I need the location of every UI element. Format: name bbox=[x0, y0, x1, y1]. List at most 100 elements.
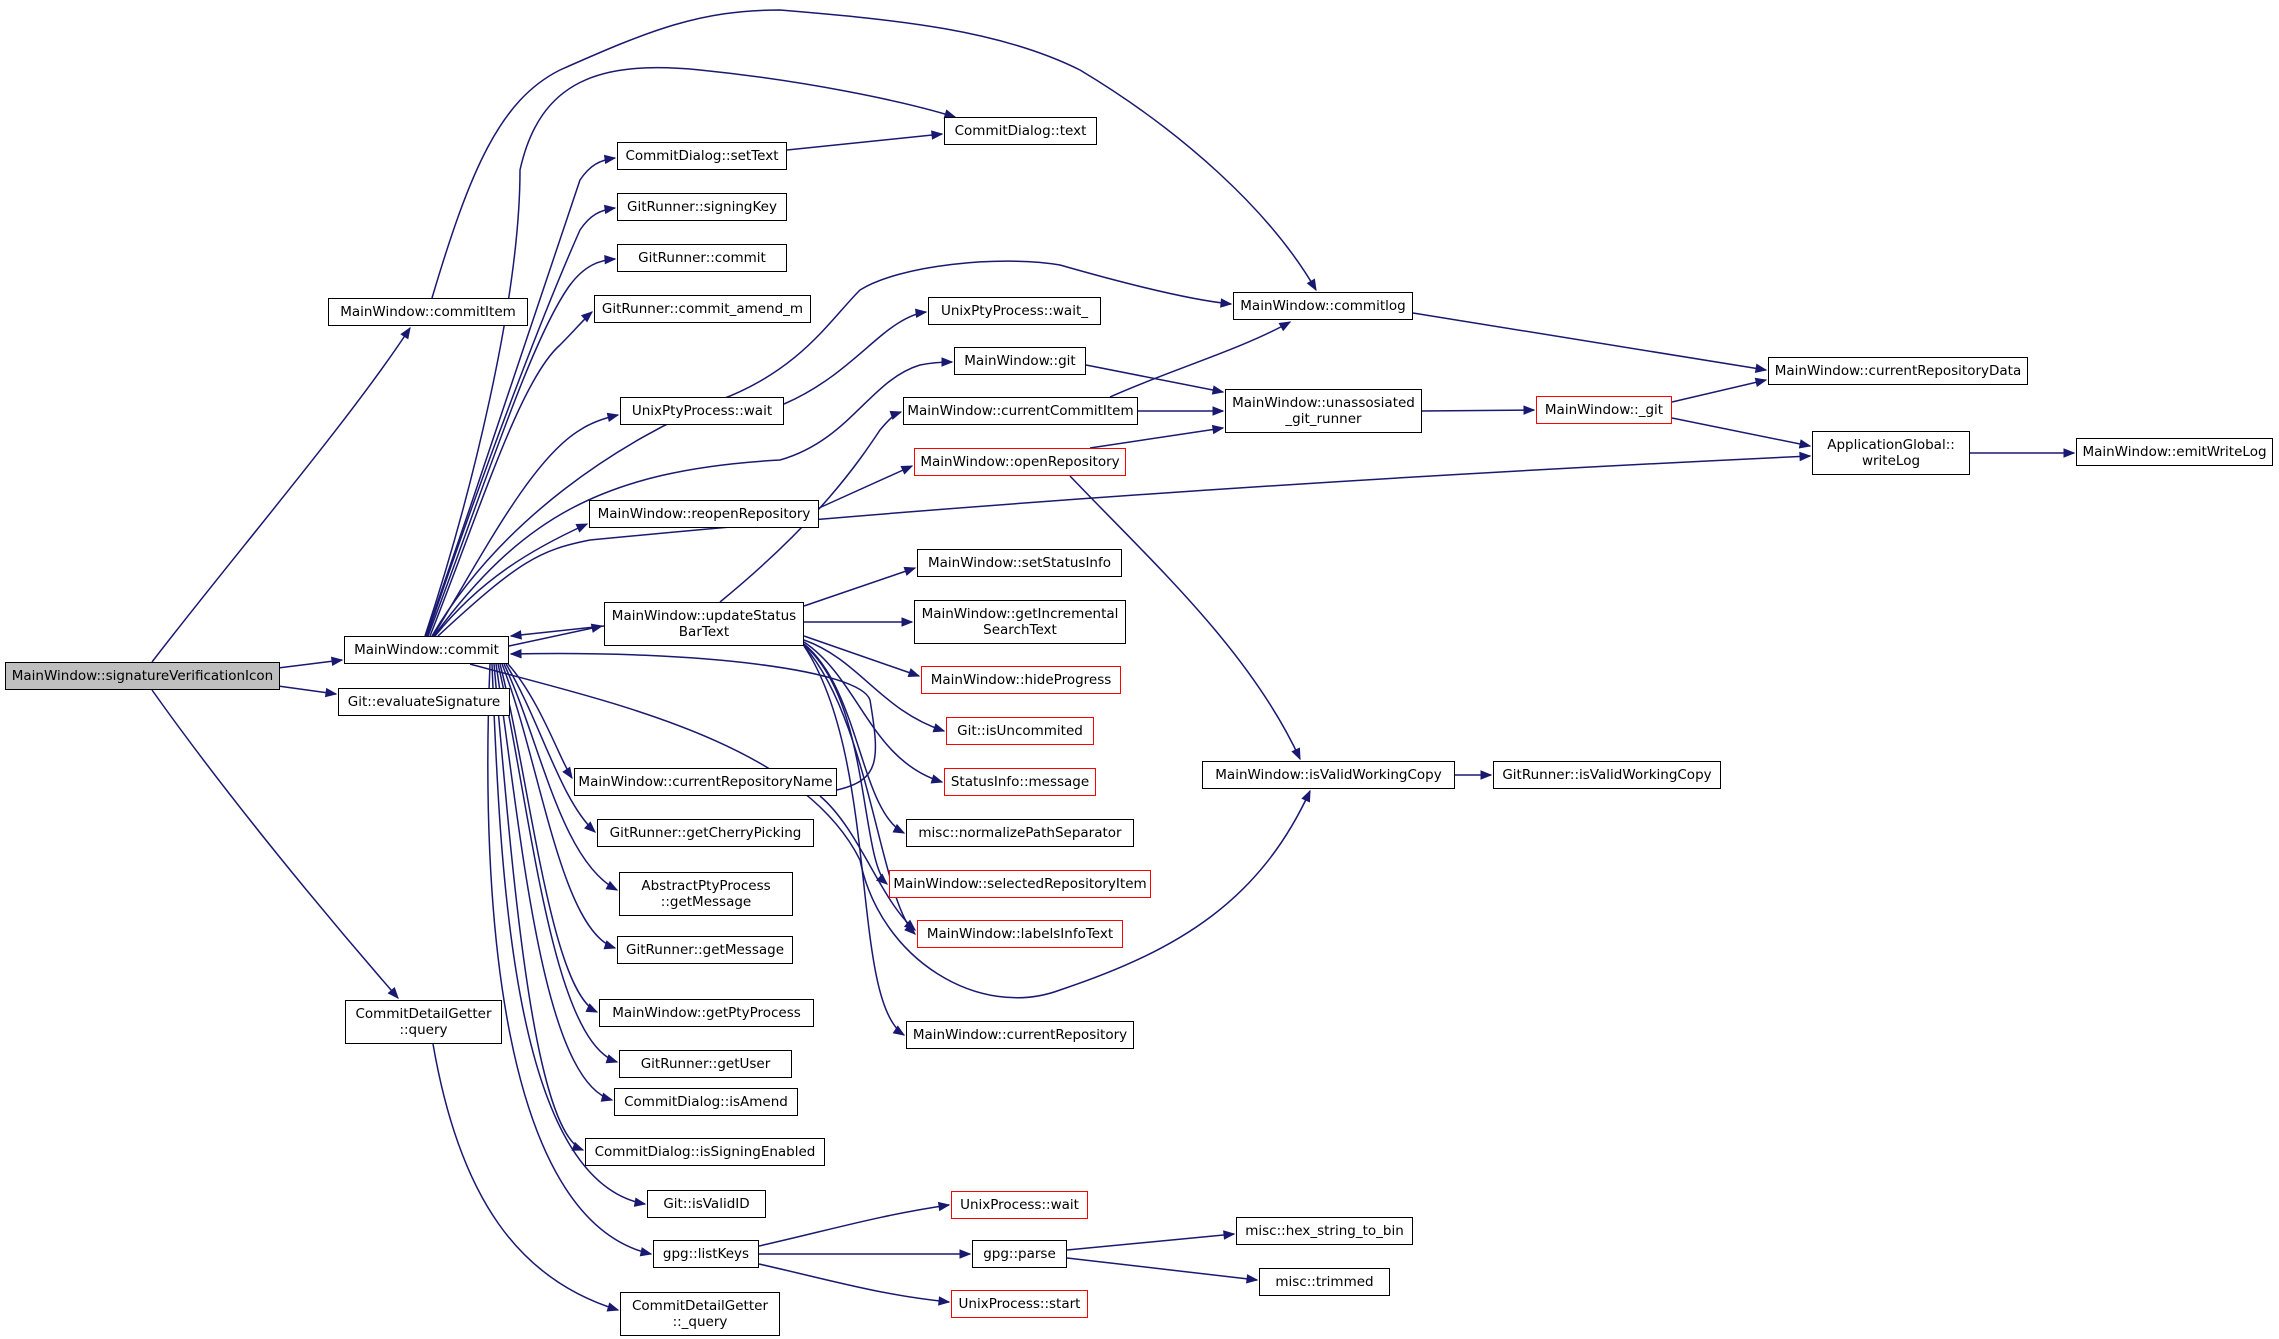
node-mwUGit[interactable]: MainWindow::_git bbox=[1536, 396, 1672, 424]
edge-commit-to-grGetMessage bbox=[501, 663, 617, 950]
node-grCommit[interactable]: GitRunner::commit bbox=[617, 244, 787, 272]
node-gpgParse[interactable]: gpg::parse bbox=[972, 1240, 1067, 1268]
edge-commit-to-cdIsSigning bbox=[493, 663, 585, 1151]
edge-gpgListKeys-to-gpgParse bbox=[759, 1249, 972, 1259]
edge-commit-to-grCommit bbox=[427, 254, 617, 637]
edge-mwUpdateStatus-to-mwGetIncr bbox=[804, 617, 914, 627]
node-mwCurRepoData[interactable]: MainWindow::currentRepositoryData bbox=[1768, 357, 2028, 385]
node-siMessage[interactable]: StatusInfo::message bbox=[944, 768, 1096, 796]
edge-sig-to-commit bbox=[277, 656, 344, 669]
edge-mwUpdateStatus-to-gitIsUncommited bbox=[803, 639, 946, 733]
edge-commit-to-mwIsValidWC bbox=[469, 663, 1311, 999]
node-mwHideProgress[interactable]: MainWindow::hideProgress bbox=[921, 666, 1121, 694]
edge-upWait-to-upWaitU bbox=[783, 308, 928, 405]
edge-commit-to-cdIsAmend bbox=[495, 663, 614, 1102]
edge-mwIsValidWC-to-grIsValidWC bbox=[1455, 770, 1493, 780]
node-mwCurCommitItem[interactable]: MainWindow::currentCommitItem bbox=[903, 397, 1138, 425]
edge-commit-to-mwCurRepoName bbox=[507, 663, 573, 780]
node-miscHex[interactable]: misc::hex_string_to_bin bbox=[1236, 1217, 1413, 1245]
edge-commit-to-mwGit bbox=[433, 357, 954, 637]
node-mwGit[interactable]: MainWindow::git bbox=[954, 347, 1086, 375]
edge-mwOpenRepo-to-mwUnassoc bbox=[1089, 424, 1225, 449]
edge-gpgParse-to-miscTrimmed bbox=[1066, 1257, 1259, 1284]
node-upWaitU[interactable]: UnixPtyProcess::wait_ bbox=[928, 297, 1101, 325]
edge-mwUpdateStatus-to-mwCurCommitItem bbox=[719, 410, 903, 603]
node-mwUpdateStatus[interactable]: MainWindow::updateStatus BarText bbox=[604, 602, 804, 646]
edge-agWriteLog-to-mwEmitWriteLog bbox=[1970, 448, 2076, 458]
edge-mwUnassoc-to-mwUGit bbox=[1421, 405, 1536, 415]
node-mwEmitWriteLog[interactable]: MainWindow::emitWriteLog bbox=[2076, 438, 2273, 466]
node-grSigningKey[interactable]: GitRunner::signingKey bbox=[617, 193, 787, 221]
edge-sig-to-cdgQuery bbox=[151, 689, 399, 1000]
edge-mwUpdateStatus-to-mwHideProgress bbox=[803, 635, 921, 678]
node-mwIsValidWC[interactable]: MainWindow::isValidWorkingCopy bbox=[1202, 761, 1455, 789]
edge-mwUpdateStatus-to-miscNormalize bbox=[803, 643, 906, 834]
edge-gpgParse-to-miscHex bbox=[1066, 1230, 1236, 1251]
edge-mwCurCommitItem-to-mwCommitlog bbox=[1109, 321, 1292, 398]
edge-commit-to-apGetMessage bbox=[503, 663, 619, 891]
node-sig[interactable]: MainWindow::signatureVerificationIcon bbox=[5, 662, 280, 690]
node-mwUnassoc[interactable]: MainWindow::unassosiated _git_runner bbox=[1225, 389, 1422, 433]
edge-mwUpdateStatus-to-siMessage bbox=[803, 641, 944, 784]
node-grIsValidWC[interactable]: GitRunner::isValidWorkingCopy bbox=[1493, 761, 1721, 789]
node-mwCommitlog[interactable]: MainWindow::commitlog bbox=[1233, 292, 1413, 320]
edge-mwGit-to-mwUnassoc bbox=[1085, 364, 1225, 395]
node-mwReopen[interactable]: MainWindow::reopenRepository bbox=[589, 500, 819, 528]
edge-cdgQuery-to-cdgUQuery bbox=[432, 1043, 620, 1312]
node-mwLabelsInfo[interactable]: MainWindow::labelsInfoText bbox=[917, 920, 1123, 948]
node-cdIsSigning[interactable]: CommitDialog::isSigningEnabled bbox=[585, 1138, 825, 1166]
edge-commit-to-gitIsValidID bbox=[491, 663, 647, 1207]
node-mwGetPty[interactable]: MainWindow::getPtyProcess bbox=[599, 999, 814, 1027]
edge-mwUpdateStatus-to-mwSelRepoItem bbox=[803, 644, 889, 885]
node-apGetMessage[interactable]: AbstractPtyProcess ::getMessage bbox=[619, 872, 793, 916]
node-cdgQuery[interactable]: CommitDetailGetter ::query bbox=[345, 1000, 502, 1044]
edge-commit-to-gpgListKeys bbox=[487, 663, 653, 1257]
node-miscTrimmed[interactable]: misc::trimmed bbox=[1259, 1268, 1390, 1296]
edge-commit-to-upWait bbox=[432, 412, 620, 637]
node-miscNormalize[interactable]: misc::normalizePathSeparator bbox=[906, 819, 1134, 847]
node-mwOpenRepo[interactable]: MainWindow::openRepository bbox=[914, 448, 1126, 476]
node-gitIsValidID[interactable]: Git::isValidID bbox=[647, 1190, 766, 1218]
node-mwSelRepoItem[interactable]: MainWindow::selectedRepositoryItem bbox=[889, 870, 1151, 898]
node-gpgListKeys[interactable]: gpg::listKeys bbox=[653, 1240, 759, 1268]
edge-mwCommitlog-to-mwCurRepoData bbox=[1412, 312, 1768, 374]
edge-mwReopen-to-mwOpenRepo bbox=[818, 465, 914, 509]
edge-commitItem-to-mwCommitlog bbox=[431, 9, 1317, 299]
edge-commit-to-grCherry bbox=[505, 663, 596, 833]
edge-mwCurRepoName-to-mwLabelsInfo bbox=[819, 795, 917, 931]
edge-gpgListKeys-to-upStart bbox=[758, 1263, 951, 1306]
edge-commit-to-mwReopen bbox=[434, 523, 589, 637]
node-agWriteLog[interactable]: ApplicationGlobal:: writeLog bbox=[1812, 431, 1970, 475]
node-mwSetStatusInfo[interactable]: MainWindow::setStatusInfo bbox=[917, 549, 1122, 577]
node-commit[interactable]: MainWindow::commit bbox=[344, 636, 509, 664]
edge-mwCurRepoName-to-commit bbox=[509, 649, 877, 791]
edge-sig-to-commitItem bbox=[151, 326, 411, 663]
edge-commit-to-grGetUser bbox=[497, 663, 619, 1064]
node-gitIsUncommited[interactable]: Git::isUncommited bbox=[946, 717, 1094, 745]
edge-sig-to-evalSig bbox=[277, 685, 338, 698]
node-upStart[interactable]: UnixProcess::start bbox=[951, 1290, 1088, 1318]
node-cdSetText[interactable]: CommitDialog::setText bbox=[617, 142, 787, 170]
node-grAmend[interactable]: GitRunner::commit_amend_m bbox=[594, 295, 811, 323]
edge-commit-to-mwCommitlog bbox=[431, 260, 1233, 637]
node-cdgUQuery[interactable]: CommitDetailGetter ::_query bbox=[620, 1292, 780, 1336]
node-upwWait[interactable]: UnixProcess::wait bbox=[951, 1191, 1088, 1219]
node-cdIsAmend[interactable]: CommitDialog::isAmend bbox=[614, 1088, 798, 1116]
node-cdText[interactable]: CommitDialog::text bbox=[944, 117, 1097, 145]
edge-mwUGit-to-agWriteLog bbox=[1671, 417, 1812, 449]
call-edges bbox=[151, 9, 2076, 1312]
node-commitItem[interactable]: MainWindow::commitItem bbox=[328, 298, 528, 326]
edge-commit-to-mwGetPty bbox=[499, 663, 599, 1013]
node-mwGetIncr[interactable]: MainWindow::getIncremental SearchText bbox=[914, 600, 1126, 644]
node-upWait[interactable]: UnixPtyProcess::wait bbox=[620, 397, 784, 425]
node-grGetMessage[interactable]: GitRunner::getMessage bbox=[617, 936, 793, 964]
node-grGetUser[interactable]: GitRunner::getUser bbox=[619, 1050, 792, 1078]
node-grCherry[interactable]: GitRunner::getCherryPicking bbox=[597, 819, 814, 847]
node-mwCurRepoName[interactable]: MainWindow::currentRepositoryName bbox=[574, 768, 837, 796]
node-mwCurRepo[interactable]: MainWindow::currentRepository bbox=[906, 1021, 1134, 1049]
edge-commit-to-grSigningKey bbox=[426, 204, 617, 637]
edge-cdSetText-to-cdText bbox=[786, 130, 944, 151]
edge-mwCurCommitItem-to-mwUnassoc bbox=[1138, 406, 1225, 416]
node-evalSig[interactable]: Git::evaluateSignature bbox=[338, 688, 510, 716]
